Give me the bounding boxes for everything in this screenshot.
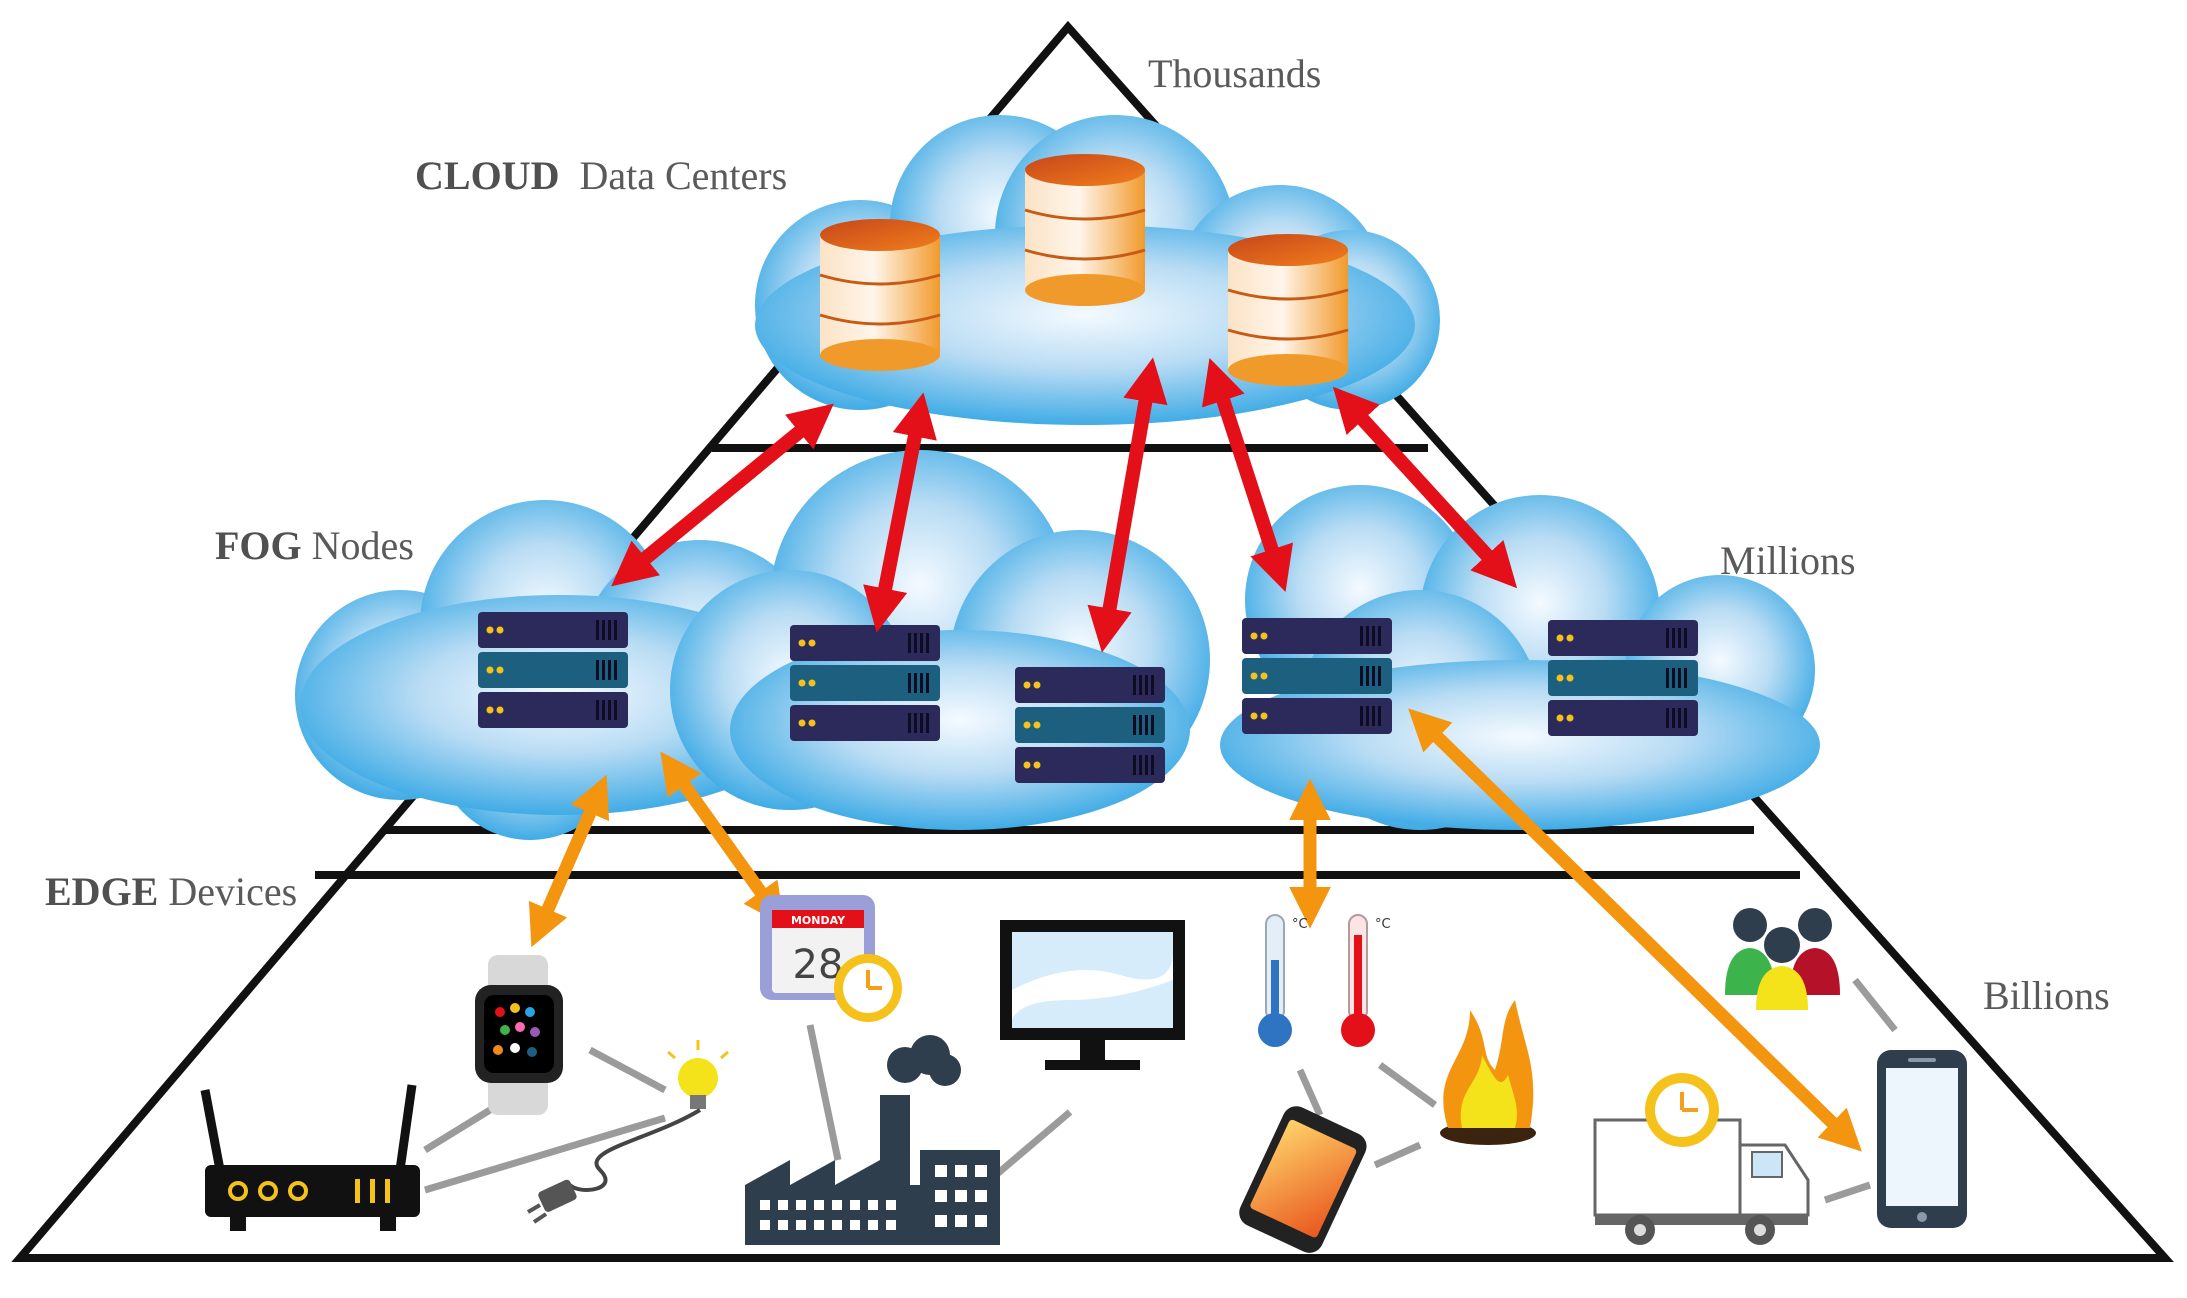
cloud-tier-label: CLOUD Data Centers bbox=[415, 152, 787, 199]
database-icon bbox=[819, 219, 941, 371]
smartphone-tilted-icon bbox=[1239, 1106, 1367, 1253]
cloud-fog-arrows bbox=[611, 357, 1518, 653]
server-rack-icon bbox=[1548, 620, 1698, 736]
database-icons bbox=[819, 154, 1349, 386]
fog-edge-arrows bbox=[528, 708, 1862, 1152]
thermometer-cold-icon: °C bbox=[1258, 914, 1308, 1047]
thermometer-unit: °C bbox=[1375, 917, 1391, 932]
monitor-icon bbox=[1000, 920, 1185, 1070]
edge-tier-label-text: Devices bbox=[168, 869, 298, 914]
factory-icon bbox=[745, 1035, 1000, 1245]
lightbulb-icon bbox=[667, 1040, 729, 1109]
delivery-truck-icon bbox=[1593, 1118, 1810, 1245]
calendar-day: MONDAY bbox=[791, 914, 846, 927]
fog-tier-label: FOG Nodes bbox=[215, 522, 414, 569]
edge-connector-lines bbox=[423, 977, 1898, 1204]
cloud-tier-label-text: Data Centers bbox=[579, 153, 788, 198]
edge-tier-label: EDGE Devices bbox=[45, 868, 297, 915]
database-icon bbox=[1227, 234, 1349, 386]
cloud-tier-label-bold: CLOUD bbox=[415, 153, 560, 198]
server-rack-icon bbox=[1015, 667, 1165, 783]
fire-icon bbox=[1440, 1000, 1536, 1145]
fog-tier-label-text: Nodes bbox=[311, 523, 414, 568]
smartwatch-icon bbox=[475, 955, 563, 1115]
server-rack-icon bbox=[478, 612, 628, 728]
edge-tier-label-bold: EDGE bbox=[45, 869, 159, 914]
fog-tier-label-bold: FOG bbox=[215, 523, 302, 568]
thermometer-hot-icon: °C bbox=[1341, 914, 1391, 1047]
router-icon bbox=[200, 1084, 420, 1231]
truck-clock-icon bbox=[1645, 1073, 1719, 1147]
smartphone-upright-icon bbox=[1877, 1050, 1967, 1228]
power-plug-icon bbox=[526, 1108, 702, 1224]
users-group-icon bbox=[1725, 908, 1840, 1010]
fog-count-label: Millions bbox=[1720, 538, 1856, 583]
clock-icon bbox=[834, 954, 902, 1022]
thermometer-unit: °C bbox=[1292, 917, 1308, 932]
server-rack-icon bbox=[790, 625, 940, 741]
edge-count-label: Billions bbox=[1983, 973, 2110, 1018]
database-icon bbox=[1024, 154, 1146, 306]
server-rack-icon bbox=[1242, 618, 1392, 734]
cloud-count-label: Thousands bbox=[1148, 51, 1322, 96]
